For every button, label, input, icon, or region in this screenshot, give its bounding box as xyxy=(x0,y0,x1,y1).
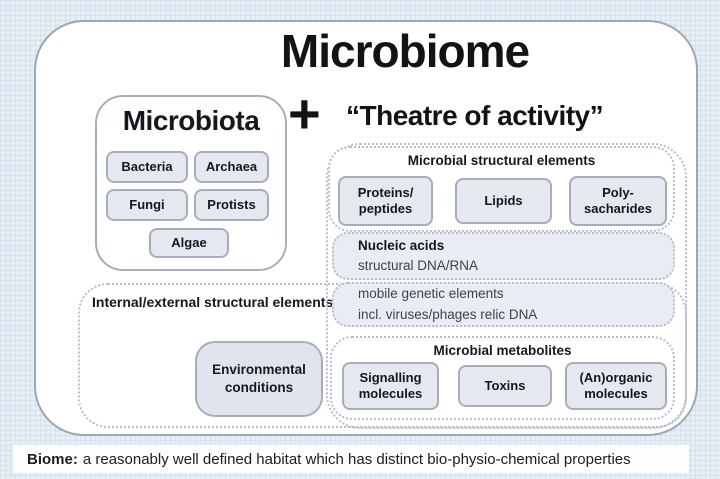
nucleic-acids-subtitle: structural DNA/RNA xyxy=(358,258,479,273)
chip-toxins: Toxins xyxy=(458,365,552,407)
theatre-of-activity-heading: “Theatre of activity” xyxy=(346,100,604,131)
chip-polysacharides: Poly- sacharides xyxy=(569,176,667,226)
nucleic-acids-title: Nucleic acids xyxy=(358,237,445,253)
chip-signalling-molecules: Signalling molecules xyxy=(342,362,439,410)
chip-archaea: Archaea xyxy=(194,151,269,183)
page-title: Microbiome xyxy=(280,25,530,77)
theatre-container xyxy=(326,143,687,429)
microbiota-panel: Microbiota Bacteria Archaea Fungi Protis… xyxy=(95,95,287,271)
chip-algae: Algae xyxy=(149,228,229,258)
internal-external-label: Internal/external structural elements xyxy=(92,294,334,310)
chip-anorganic-molecules: (An)organic molecules xyxy=(565,362,667,410)
biome-caption-bar: Biome: a reasonably well defined habitat… xyxy=(12,444,690,474)
biome-caption-term: Biome: xyxy=(27,450,78,468)
chip-lipids: Lipids xyxy=(455,178,552,224)
chip-proteins-peptides: Proteins/ peptides xyxy=(338,176,433,226)
microbiota-heading: Microbiota xyxy=(122,105,260,136)
mobile-genetic-line1: mobile genetic elements xyxy=(358,286,504,302)
mobile-genetic-elements-box: mobile genetic elements incl. viruses/ph… xyxy=(332,282,675,327)
nucleic-acids-box: Nucleic acids structural DNA/RNA xyxy=(332,232,675,280)
chip-fungi: Fungi xyxy=(106,189,188,221)
chip-bacteria: Bacteria xyxy=(106,151,188,183)
environmental-conditions-chip: Environmental conditions xyxy=(195,341,323,417)
biome-caption-text: a reasonably well defined habitat which … xyxy=(82,450,631,468)
structural-elements-heading: Microbial structural elements xyxy=(407,153,596,168)
mobile-genetic-line2: incl. viruses/phages relic DNA xyxy=(358,306,538,322)
metabolites-heading: Microbial metabolites xyxy=(433,343,572,358)
structural-elements-box: Microbial structural elements Proteins/ … xyxy=(328,146,675,232)
plus-icon: + xyxy=(288,82,321,145)
metabolites-box: Microbial metabolites Signalling molecul… xyxy=(330,336,675,420)
chip-protists: Protists xyxy=(194,189,269,221)
